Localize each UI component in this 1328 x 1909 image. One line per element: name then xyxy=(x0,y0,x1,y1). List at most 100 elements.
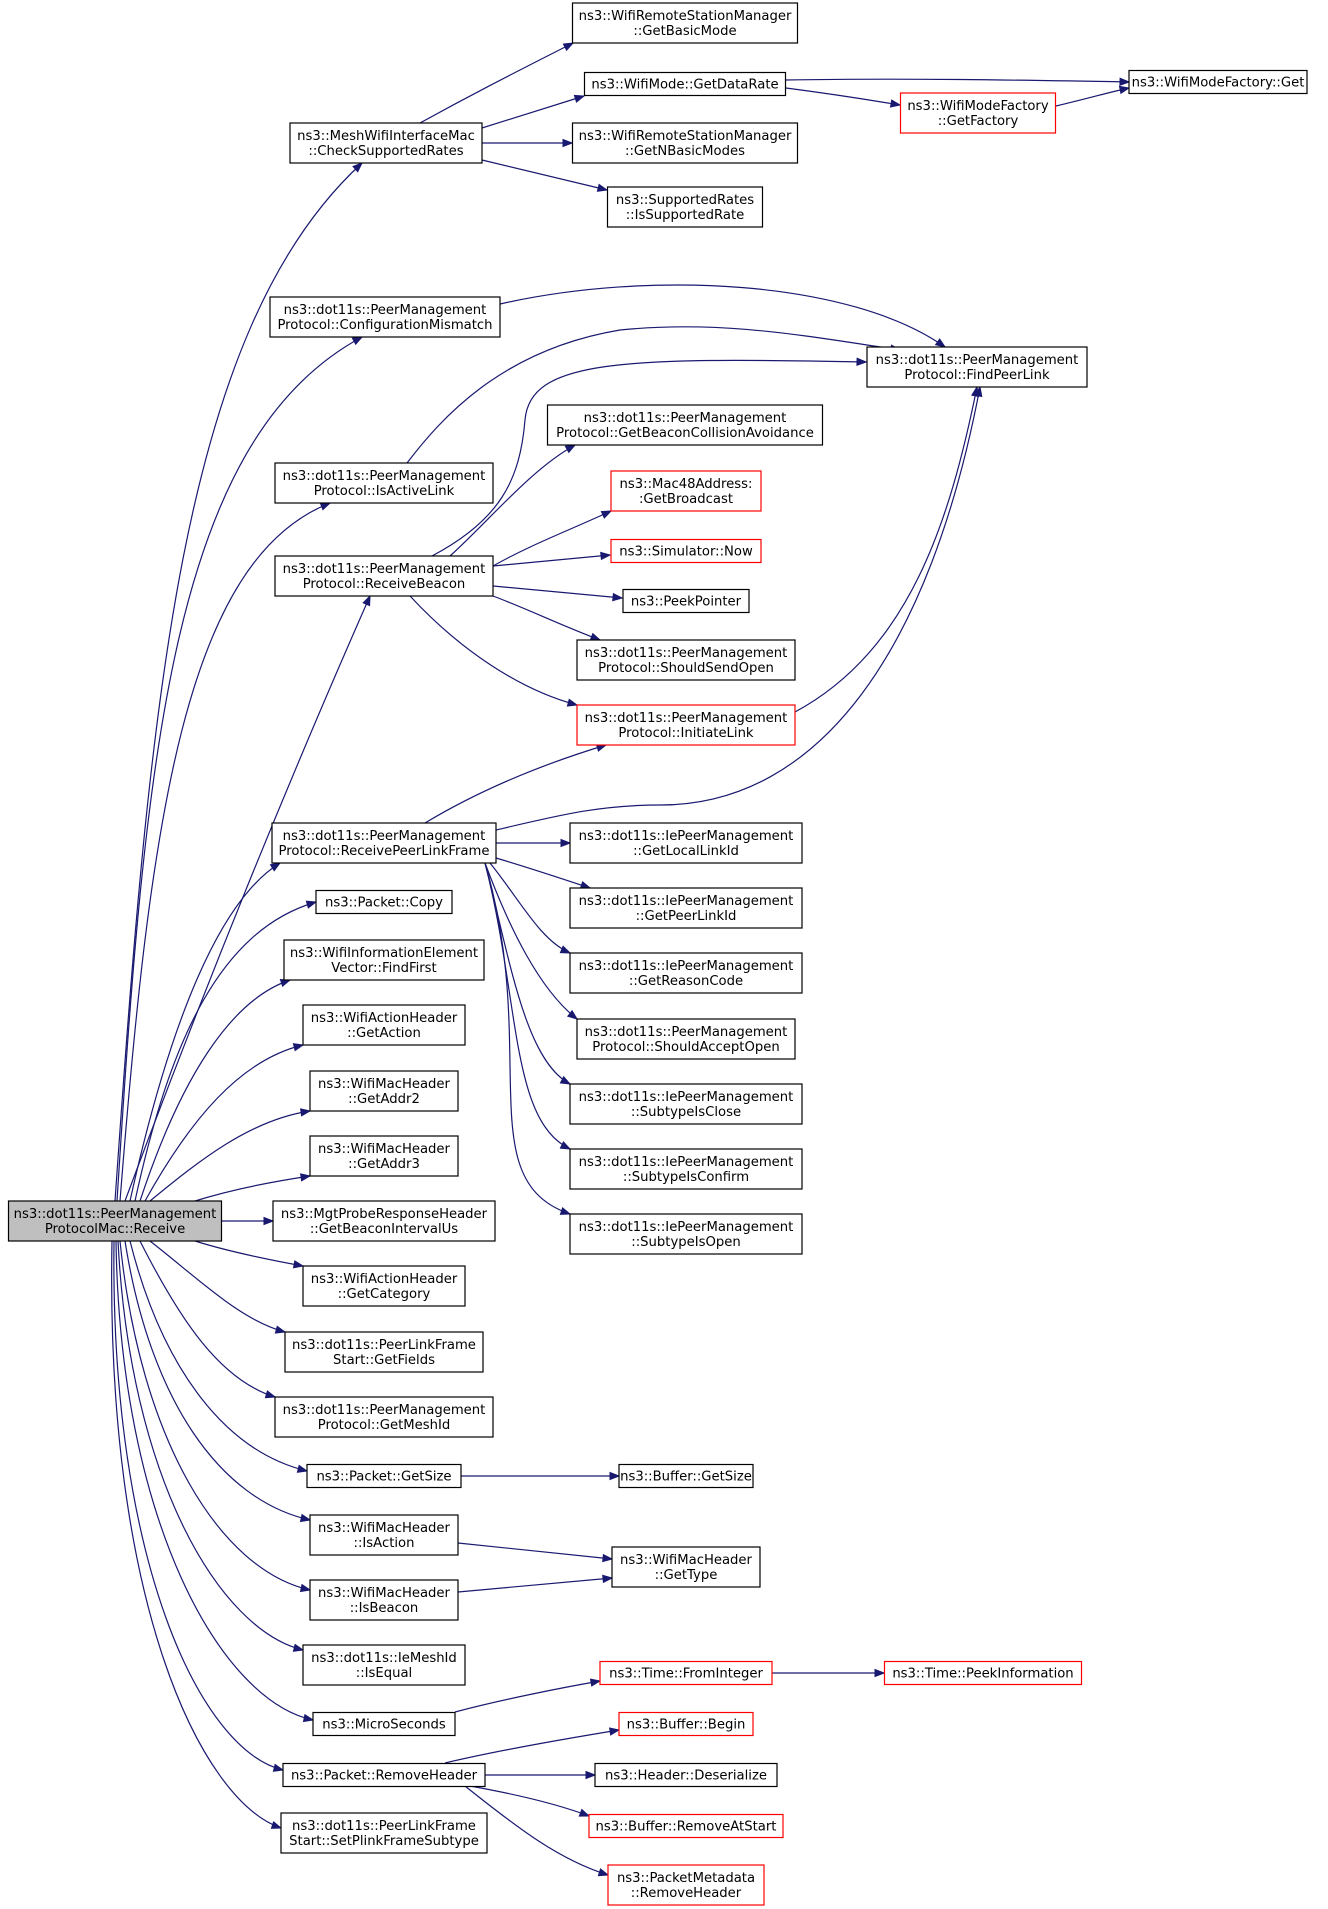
node-box xyxy=(315,889,453,915)
function-node-packetCopy[interactable]: ns3::Packet::Copy xyxy=(315,889,453,915)
function-node-getAddr3[interactable]: ns3::WifiMacHeader::GetAddr3 xyxy=(309,1135,459,1177)
function-node-findPeerLink[interactable]: ns3::dot11s::PeerManagementProtocol::Fin… xyxy=(866,346,1088,388)
function-node-getFields[interactable]: ns3::dot11s::PeerLinkFrameStart::GetFiel… xyxy=(284,1331,484,1373)
node-label-line: ns3::Simulator::Now xyxy=(619,545,753,560)
node-label-line: ns3::Buffer::Begin xyxy=(627,1718,746,1733)
node-box xyxy=(302,1644,466,1686)
function-node-getNBasicModes[interactable]: ns3::WifiRemoteStationManager::GetNBasic… xyxy=(571,122,799,164)
node-label-line: Protocol::FindPeerLink xyxy=(904,368,1050,383)
node-label-line: ns3::dot11s::IePeerManagement xyxy=(579,1155,794,1170)
function-node-getAddr2[interactable]: ns3::WifiMacHeader::GetAddr2 xyxy=(309,1070,459,1112)
function-node-subtypeIsConfirm[interactable]: ns3::dot11s::IePeerManagement::SubtypeIs… xyxy=(569,1148,803,1190)
node-box xyxy=(546,404,824,446)
edge-receiveBeacon-to-initiateLink xyxy=(409,595,579,707)
function-node-getDataRate[interactable]: ns3::WifiMode::GetDataRate xyxy=(583,71,787,97)
function-node-getPeerLinkId[interactable]: ns3::dot11s::IePeerManagement::GetPeerLi… xyxy=(569,887,803,929)
node-label-line: ns3::dot11s::IePeerManagement xyxy=(579,829,794,844)
function-node-modeFactoryGet[interactable]: ns3::WifiModeFactory::Get xyxy=(1128,69,1308,95)
function-node-root[interactable]: ns3::dot11s::PeerManagementProtocolMac::… xyxy=(7,1200,223,1242)
edge-getDataRate-to-getFactory xyxy=(785,87,902,108)
function-node-deserialize[interactable]: ns3::Header::Deserialize xyxy=(594,1762,778,1788)
function-node-shouldAcceptOpen[interactable]: ns3::dot11s::PeerManagementProtocol::Sho… xyxy=(576,1018,796,1060)
node-box xyxy=(611,1546,761,1588)
node-label-line: ns3::dot11s::PeerManagement xyxy=(283,562,486,577)
edge-receiveBeacon-to-findPeerLink xyxy=(431,357,868,557)
function-node-bufferGetSize[interactable]: ns3::Buffer::GetSize xyxy=(618,1463,754,1489)
node-label-line: ns3::dot11s::PeerManagement xyxy=(585,646,788,661)
node-label-line: ns3::dot11s::PeerManagement xyxy=(876,353,1079,368)
function-node-receiveBeacon[interactable]: ns3::dot11s::PeerManagementProtocol::Rec… xyxy=(274,555,494,597)
node-box xyxy=(607,1864,765,1906)
node-box xyxy=(571,2,799,44)
edge-isBeacon-to-getType xyxy=(457,1574,614,1593)
function-node-getBeaconInterval[interactable]: ns3::MgtProbeResponseHeader::GetBeaconIn… xyxy=(272,1200,496,1242)
function-node-initiateLink[interactable]: ns3::dot11s::PeerManagementProtocol::Ini… xyxy=(576,704,796,746)
node-label-line: ::IsAction xyxy=(354,1536,415,1551)
edge-checkRates-to-isSupportedRate xyxy=(481,159,609,192)
function-node-isAction[interactable]: ns3::WifiMacHeader::IsAction xyxy=(309,1514,459,1556)
edge-receiveBeacon-to-shouldSendOpen xyxy=(492,595,602,641)
edge-root-to-getAction xyxy=(144,1043,305,1202)
node-label-line: ::GetAction xyxy=(347,1026,421,1041)
node-label-line: Vector::FindFirst xyxy=(331,961,436,976)
function-node-configMismatch[interactable]: ns3::dot11s::PeerManagementProtocol::Con… xyxy=(269,296,501,338)
function-node-getFactory[interactable]: ns3::WifiModeFactory::GetFactory xyxy=(899,92,1057,134)
function-node-subtypeIsOpen[interactable]: ns3::dot11s::IePeerManagement::SubtypeIs… xyxy=(569,1213,803,1255)
function-node-findFirst[interactable]: ns3::WifiInformationElementVector::FindF… xyxy=(283,939,485,981)
function-node-packetGetSize[interactable]: ns3::Packet::GetSize xyxy=(306,1463,462,1489)
function-node-peekPointer[interactable]: ns3::PeekPointer xyxy=(622,588,750,614)
edge-root-to-configMismatch xyxy=(116,336,364,1202)
node-label-line: Protocol::ShouldSendOpen xyxy=(598,661,774,676)
function-node-simNow[interactable]: ns3::Simulator::Now xyxy=(610,538,762,564)
function-node-removeHeader[interactable]: ns3::Packet::RemoveHeader xyxy=(282,1762,486,1788)
function-node-microSeconds[interactable]: ns3::MicroSeconds xyxy=(312,1711,456,1737)
function-node-isSupportedRate[interactable]: ns3::SupportedRates::IsSupportedRate xyxy=(606,186,764,228)
function-node-subtypeIsClose[interactable]: ns3::dot11s::IePeerManagement::SubtypeIs… xyxy=(569,1083,803,1125)
function-node-getBroadcast[interactable]: ns3::Mac48Address::GetBroadcast xyxy=(610,470,762,512)
function-node-removeAtStart[interactable]: ns3::Buffer::RemoveAtStart xyxy=(588,1813,784,1839)
node-label-line: :GetBroadcast xyxy=(639,492,733,507)
function-node-getAction[interactable]: ns3::WifiActionHeader::GetAction xyxy=(302,1004,466,1046)
function-node-getMeshId[interactable]: ns3::dot11s::PeerManagementProtocol::Get… xyxy=(274,1396,494,1438)
node-label-line: ::GetFactory xyxy=(938,114,1019,129)
node-box xyxy=(569,1148,803,1190)
function-node-setPlinkFrameSubtype[interactable]: ns3::dot11s::PeerLinkFrameStart::SetPlin… xyxy=(280,1812,488,1854)
function-nodes: ns3::dot11s::PeerManagementProtocolMac::… xyxy=(7,2,1308,1906)
node-label-line: ::GetBasicMode xyxy=(633,24,736,39)
node-box xyxy=(284,1331,484,1373)
node-label-line: ns3::WifiActionHeader xyxy=(311,1011,458,1026)
edge-root-to-removeHeader xyxy=(113,1240,285,1772)
function-node-receivePeerLinkFrame[interactable]: ns3::dot11s::PeerManagementProtocol::Rec… xyxy=(271,822,497,864)
node-box xyxy=(599,1660,773,1686)
node-box xyxy=(309,1579,459,1621)
node-label-line: ns3::Packet::RemoveHeader xyxy=(291,1769,478,1784)
node-label-line: ns3::Packet::GetSize xyxy=(316,1470,451,1485)
node-label-line: ns3::dot11s::IePeerManagement xyxy=(579,894,794,909)
function-node-getType[interactable]: ns3::WifiMacHeader::GetType xyxy=(611,1546,761,1588)
edge-root-to-findFirst xyxy=(139,978,292,1202)
function-node-checkRates[interactable]: ns3::MeshWifiInterfaceMac::CheckSupporte… xyxy=(289,122,483,164)
edge-receiveBeacon-to-getBroadcast xyxy=(492,510,613,567)
edge-root-to-receivePeerLinkFrame xyxy=(129,862,282,1202)
node-label-line: ::GetBeaconIntervalUs xyxy=(310,1222,458,1237)
function-node-bufferBegin[interactable]: ns3::Buffer::Begin xyxy=(618,1711,754,1737)
function-node-getBasicMode[interactable]: ns3::WifiRemoteStationManager::GetBasicM… xyxy=(571,2,799,44)
node-label-line: ::GetPeerLinkId xyxy=(636,909,737,924)
function-node-isActiveLink[interactable]: ns3::dot11s::PeerManagementProtocol::IsA… xyxy=(274,462,494,504)
function-node-fromInteger[interactable]: ns3::Time::FromInteger xyxy=(599,1660,773,1686)
function-node-pmRemoveHeader[interactable]: ns3::PacketMetadata::RemoveHeader xyxy=(607,1864,765,1906)
node-box xyxy=(289,122,483,164)
function-node-shouldSendOpen[interactable]: ns3::dot11s::PeerManagementProtocol::Sho… xyxy=(576,639,796,681)
node-label-line: ns3::PacketMetadata xyxy=(617,1871,755,1886)
function-node-getCategory[interactable]: ns3::WifiActionHeader::GetCategory xyxy=(302,1265,466,1307)
function-node-peekInformation[interactable]: ns3::Time::PeekInformation xyxy=(883,1660,1083,1686)
node-box xyxy=(306,1463,462,1489)
node-label-line: ::GetNBasicModes xyxy=(625,144,745,159)
function-node-getLocalLinkId[interactable]: ns3::dot11s::IePeerManagement::GetLocalL… xyxy=(569,822,803,864)
function-node-isBeacon[interactable]: ns3::WifiMacHeader::IsBeacon xyxy=(309,1579,459,1621)
function-node-beaconCollision[interactable]: ns3::dot11s::PeerManagementProtocol::Get… xyxy=(546,404,824,446)
node-label-line: ::IsSupportedRate xyxy=(626,208,745,223)
node-box xyxy=(283,939,485,981)
function-node-ieMeshIdIsEqual[interactable]: ns3::dot11s::IeMeshId::IsEqual xyxy=(302,1644,466,1686)
function-node-getReasonCode[interactable]: ns3::dot11s::IePeerManagement::GetReason… xyxy=(569,952,803,994)
